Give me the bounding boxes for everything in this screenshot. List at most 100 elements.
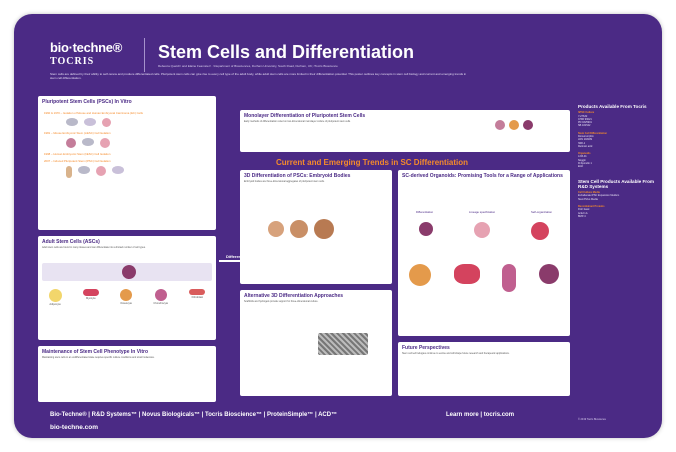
product-item: Y-27632: [578, 114, 588, 118]
product-item: A 83-01: [578, 155, 587, 159]
cell-icon: [100, 138, 110, 148]
product-group: Stem Cell Differentiation: [578, 131, 608, 135]
osteocyte-icon: [120, 289, 133, 302]
future-title: Future Perspectives: [402, 345, 450, 351]
learn-more-link[interactable]: Learn more | tocris.com: [446, 412, 515, 418]
maintenance-body: Maintaining stem cells in an undifferent…: [42, 356, 155, 359]
logo-line2: TOCRIS: [50, 56, 95, 67]
differentiation-label: Differentiation: [226, 254, 253, 259]
psc-item-3: 1998 – Human Embryonic Stem (hESC) Cell …: [44, 152, 111, 156]
asc-body: Adult stem cells are found in many tissu…: [42, 246, 146, 249]
psc-title: Pluripotent Stem Cells (PSCs) In Vitro: [42, 99, 132, 105]
future-panel: Future Perspectives Stem cell technologi…: [398, 342, 570, 396]
organoid-icon: [502, 264, 517, 292]
product-item: PD 0325901: [578, 121, 592, 125]
product-item: BMP-4: [578, 214, 586, 218]
cell-icon: [495, 120, 505, 130]
cell-icon: [509, 120, 519, 130]
culture-dish-icon: [66, 118, 78, 126]
organoid-label: Differentiation: [415, 210, 434, 214]
culture-dish-icon: [82, 138, 94, 146]
product-item: SB 431542: [578, 124, 591, 128]
cell-type-label: Chondrocyte: [153, 302, 169, 306]
organoid-icon: [531, 222, 550, 240]
product-item: Retinoic acid: [578, 144, 593, 148]
product-group: Recombinant Proteins: [578, 204, 605, 208]
organoids-title: SC-derived Organoids: Promising Tools fo…: [402, 173, 563, 179]
product-item: IWR-1: [578, 141, 586, 145]
maintenance-panel: Maintenance of Stem Cell Phenotype In Vi…: [38, 346, 216, 402]
product-item: EGF: [578, 165, 584, 169]
monolayer-panel: Monolayer Differentiation of Pluripotent…: [240, 110, 570, 152]
trends-title: Current and Emerging Trends in SC Differ…: [276, 158, 469, 167]
human-figure-icon: [66, 166, 72, 178]
future-body: Stem cell technologies continue to evolv…: [402, 352, 510, 355]
product-item: ExCellerate iPSC Expansion Medium: [578, 194, 620, 198]
asc-title: Adult Stem Cells (ASCs): [42, 239, 100, 245]
embryoid-bodies-body: Embryoid bodies are three-dimensional ag…: [244, 180, 325, 183]
fibroblast-icon: [189, 289, 206, 296]
maintenance-title: Maintenance of Stem Cell Phenotype In Vi…: [42, 349, 149, 355]
cell-type-label: Myocyte: [86, 297, 96, 301]
intro-text: Stem cells are defined by their ability …: [50, 72, 467, 80]
psc-panel: Pluripotent Stem Cells (PSCs) In Vitro 1…: [38, 96, 216, 230]
organoids-panel: SC-derived Organoids: Promising Tools fo…: [398, 170, 570, 336]
organoid-icon: [409, 264, 432, 286]
mouse-embryo-icon: [66, 138, 76, 148]
sidebar-heading: Stem Cell Products Available From R&D Sy…: [578, 178, 654, 189]
organoid-label: Self-organization: [531, 210, 553, 214]
bio-techne-logo: bio·techne® TOCRIS: [50, 40, 122, 67]
product-item: R-Spondin 1: [578, 162, 592, 166]
asc-panel: Adult Stem Cells (ASCs) Adult stem cells…: [38, 236, 216, 340]
product-group: Cell Culture Media: [578, 191, 600, 195]
cell-icon: [102, 118, 111, 127]
cell-cluster-icon: [473, 222, 490, 238]
psc-item-4: 2007 – Induced Pluripotent Stem (iPSC) C…: [44, 159, 111, 163]
chondrocyte-icon: [154, 289, 167, 302]
products-sidebar: Products Available From Tocris hPSC Cult…: [578, 104, 656, 218]
cell-icon: [96, 166, 106, 176]
embryoid-bodies-panel: 3D Differentiation of PSCs: Embryoid Bod…: [240, 170, 392, 284]
product-group: hPSC Culture: [578, 111, 595, 115]
authors: Rebecca Quelch¹ and Elaine Feamster² · ¹…: [158, 64, 338, 68]
product-item: CHIR 99021: [578, 117, 592, 121]
organoid-icon: [453, 264, 480, 284]
sidebar-heading: Products Available From Tocris: [578, 104, 647, 109]
alt-3d-title: Alternative 3D Differentiation Approache…: [244, 293, 344, 299]
embryoid-body-icon: [268, 221, 284, 238]
cell-type-label: Adipocyte: [49, 303, 61, 307]
header-divider: [144, 38, 145, 72]
footer-url-link[interactable]: bio-techne.com: [50, 424, 99, 431]
psc-item-2: 1981 – Mouse Embryonic Stem (mESC) Cell …: [44, 131, 111, 135]
cell-type-label: Fibroblast: [191, 296, 204, 300]
product-item: StemXVivo Media: [578, 197, 598, 201]
product-item: Noggin: [578, 158, 586, 162]
embryoid-bodies-title: 3D Differentiation of PSCs: Embryoid Bod…: [244, 173, 351, 179]
logo-line1: bio·techne®: [50, 40, 123, 55]
embryoid-body-icon: [290, 220, 308, 239]
product-item: Dorsomorphin: [578, 134, 594, 138]
organoid-label: Lineage specification: [469, 210, 496, 214]
poster: bio·techne® TOCRIS Stem Cells and Differ…: [14, 14, 662, 438]
scaffold-icon: [318, 333, 368, 356]
poster-title: Stem Cells and Differentiation: [158, 42, 415, 62]
embryoid-body-icon: [314, 219, 334, 240]
organoid-icon: [538, 264, 559, 284]
monolayer-body: Early methods of differentiation relied …: [244, 120, 351, 123]
alt-3d-panel: Alternative 3D Differentiation Approache…: [240, 290, 392, 396]
product-group: Organoids: [578, 152, 591, 156]
product-item: FGF basic: [578, 208, 590, 212]
product-item: Activin A: [578, 211, 588, 215]
monolayer-title: Monolayer Differentiation of Pluripotent…: [244, 113, 366, 119]
culture-dish-icon: [84, 118, 96, 126]
myocyte-icon: [82, 289, 99, 297]
cell-type-label: Osteocyte: [120, 302, 132, 306]
adipocyte-icon: [48, 289, 62, 303]
copyright: © 2019 Tocris Bioscience: [578, 418, 607, 421]
stem-cell-icon: [418, 222, 433, 236]
footer-brands: Bio-Techne® | R&D Systems™ | Novus Biolo…: [50, 412, 338, 418]
psc-item-1: 1960 & 1970 – Isolation of Mouse and Hum…: [44, 111, 143, 115]
product-item: LDN 193189: [578, 138, 593, 142]
alt-3d-body: Scaffolds and hydrogels provide support …: [244, 300, 319, 303]
cell-icon: [523, 120, 533, 130]
